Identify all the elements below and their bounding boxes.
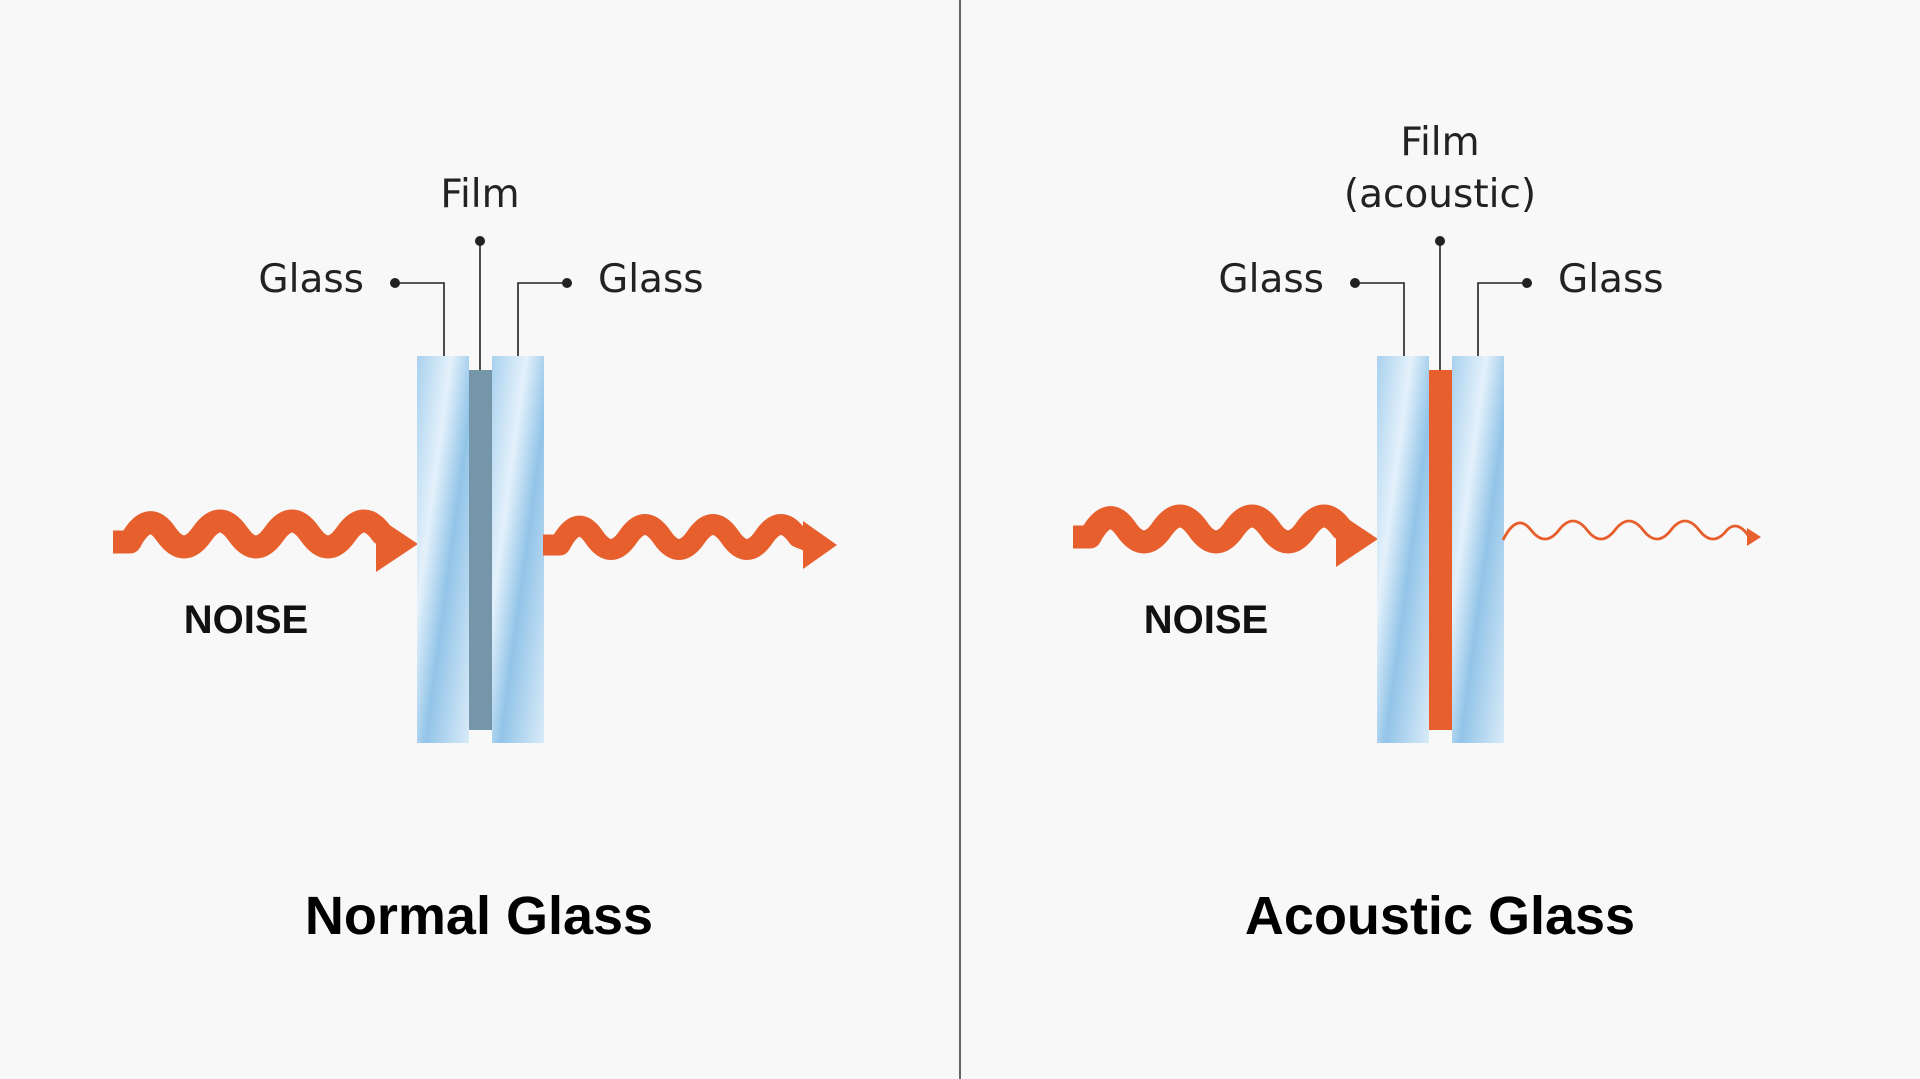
film-label-line2: (acoustic) [1344, 172, 1536, 217]
leader-dot [390, 278, 400, 288]
outgoing-wave-line [1501, 519, 1755, 541]
leader-glass-left [1355, 282, 1405, 356]
leader-dot [562, 278, 572, 288]
normal-glass-panel: Film Glass Glass NOISE Normal Glass [113, 172, 837, 946]
leader-dot [475, 236, 485, 246]
incoming-wave-line [1073, 504, 1354, 554]
incoming-arrowhead [1336, 511, 1378, 567]
panel-title: Normal Glass [305, 886, 653, 946]
glass-pane-left [417, 356, 469, 743]
outgoing-arrowhead [1747, 528, 1761, 546]
outgoing-wave-line [543, 514, 812, 560]
leader-lines-normal [390, 236, 572, 370]
acoustic-glass-panel: Film (acoustic) Glass Glass NOISE Acoust… [1073, 120, 1761, 946]
leader-dot [1435, 236, 1445, 246]
leader-glass-right [1477, 282, 1527, 356]
noise-label: NOISE [184, 598, 308, 642]
leader-dot [1350, 278, 1360, 288]
noise-label: NOISE [1144, 598, 1268, 642]
outgoing-noise-wave-normal [543, 514, 837, 569]
glass-right-label: Glass [598, 257, 704, 302]
outgoing-noise-wave-acoustic [1501, 519, 1761, 546]
incoming-arrowhead [376, 516, 418, 572]
leader-dot [1522, 278, 1532, 288]
acoustic-laminated-glass [1377, 356, 1504, 743]
leader-glass-right [517, 282, 567, 356]
incoming-noise-wave-acoustic [1073, 504, 1378, 567]
acoustic-film-layer [1429, 370, 1452, 730]
glass-left-label: Glass [258, 257, 364, 302]
glass-pane-right [492, 356, 544, 743]
panel-title: Acoustic Glass [1245, 886, 1635, 946]
normal-film-layer [469, 370, 492, 730]
glass-left-label: Glass [1218, 257, 1324, 302]
outgoing-arrowhead [803, 521, 837, 569]
film-label: Film [440, 172, 519, 217]
glass-right-label: Glass [1558, 257, 1664, 302]
leader-lines-acoustic [1350, 236, 1532, 370]
glass-pane-right [1452, 356, 1504, 743]
incoming-wave-line [113, 509, 394, 559]
leader-glass-left [395, 282, 445, 356]
glass-pane-left [1377, 356, 1429, 743]
normal-laminated-glass [417, 356, 544, 743]
incoming-noise-wave-normal [113, 509, 418, 572]
film-label-line1: Film [1400, 120, 1479, 165]
